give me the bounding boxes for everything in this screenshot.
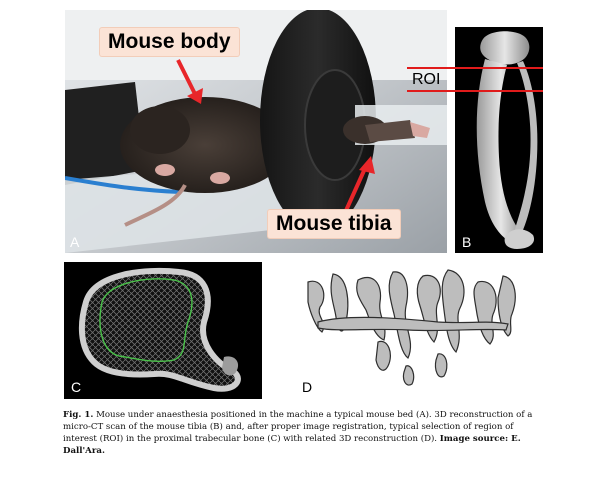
panel-b-letter: B (462, 234, 472, 250)
panel-d-trabecular-3d: D (288, 262, 538, 399)
tibia-3d-render (455, 31, 543, 249)
roi-guide-lines (407, 67, 457, 92)
panel-c-cross-section: C (64, 262, 262, 399)
caption-image-source: Image source: E. Dall'Ara. (63, 434, 521, 456)
panel-a-letter: A (70, 234, 80, 250)
panel-a-photo: Mouse body Mouse tibia A (65, 10, 447, 253)
callout-mouse-body: Mouse body (100, 28, 239, 56)
callout-mouse-tibia: Mouse tibia (268, 210, 400, 238)
panel-b-tibia-render: B (455, 27, 543, 253)
ct-slice-image (78, 267, 241, 392)
roi-label: ROI (412, 71, 441, 88)
trabecular-3d-render (307, 269, 516, 386)
mouse-bed-photo (65, 10, 447, 253)
caption-fig-label: Fig. 1. (63, 410, 94, 420)
panel-d-letter: D (302, 379, 313, 395)
panel-c-letter: C (71, 379, 82, 395)
caption-text: Mouse under anaesthesia positioned in th… (63, 410, 533, 444)
figure-caption: Fig. 1. Mouse under anaesthesia position… (63, 409, 539, 457)
